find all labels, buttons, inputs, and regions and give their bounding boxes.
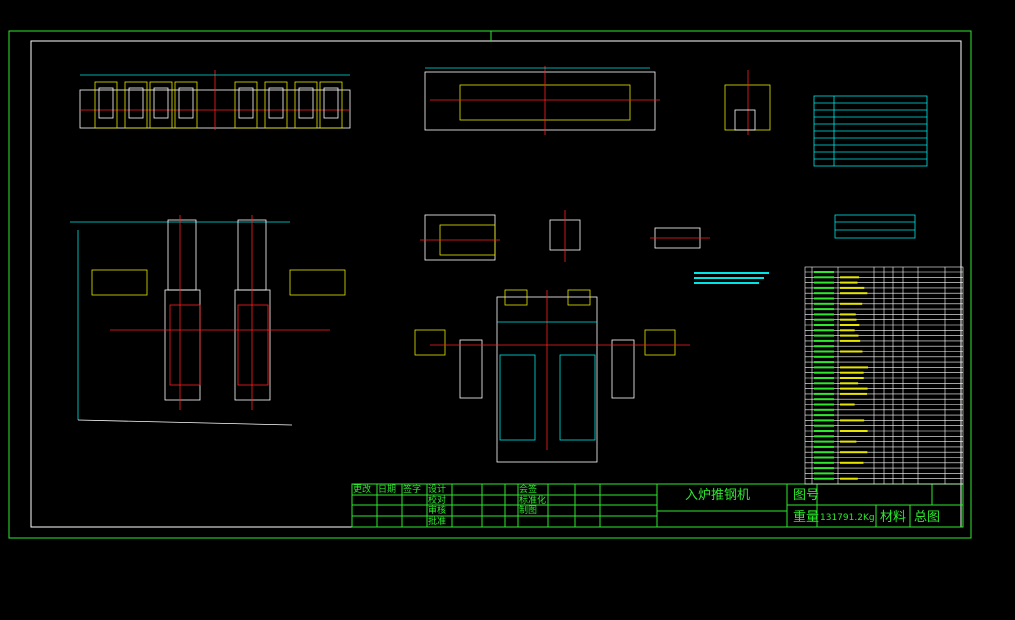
role-standard: 标准化 (519, 497, 546, 506)
material-label: 材料 (880, 511, 906, 524)
role-drafting: 制图 (519, 507, 537, 516)
header-sign: 签字 (403, 486, 421, 495)
role-design: 设计 (428, 486, 446, 495)
drawing-views (70, 66, 927, 462)
header-change: 更改 (353, 486, 371, 495)
material-value: 总图 (914, 511, 940, 524)
parts-list-table (805, 267, 963, 484)
role-countersign: 会签 (519, 486, 537, 495)
weight-label: 重量 (793, 511, 819, 524)
drawing-name: 入炉推钢机 (685, 489, 750, 502)
role-review: 审核 (428, 507, 446, 516)
inner-border (31, 41, 961, 527)
drawing-number-label: 图号 (793, 489, 819, 502)
role-check: 校对 (428, 497, 446, 506)
header-date: 日期 (378, 486, 396, 495)
role-approve: 批准 (428, 518, 446, 527)
weight-value: 131791.2Kg (820, 514, 875, 523)
